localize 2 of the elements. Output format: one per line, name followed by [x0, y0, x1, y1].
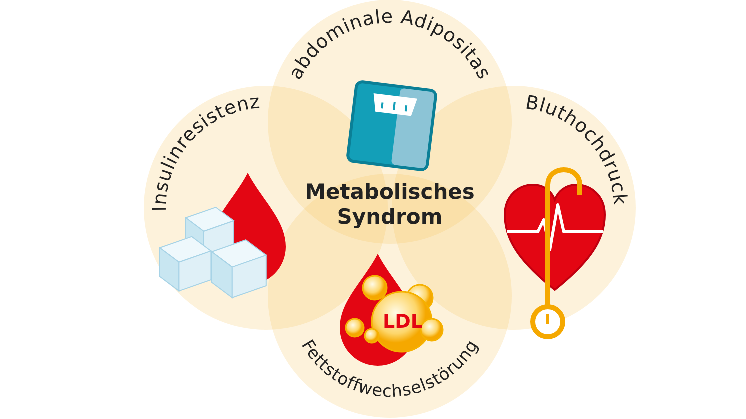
particle-label: LDL: [383, 311, 423, 333]
diagram-title: Metabolisches Syndrom: [304, 180, 476, 230]
